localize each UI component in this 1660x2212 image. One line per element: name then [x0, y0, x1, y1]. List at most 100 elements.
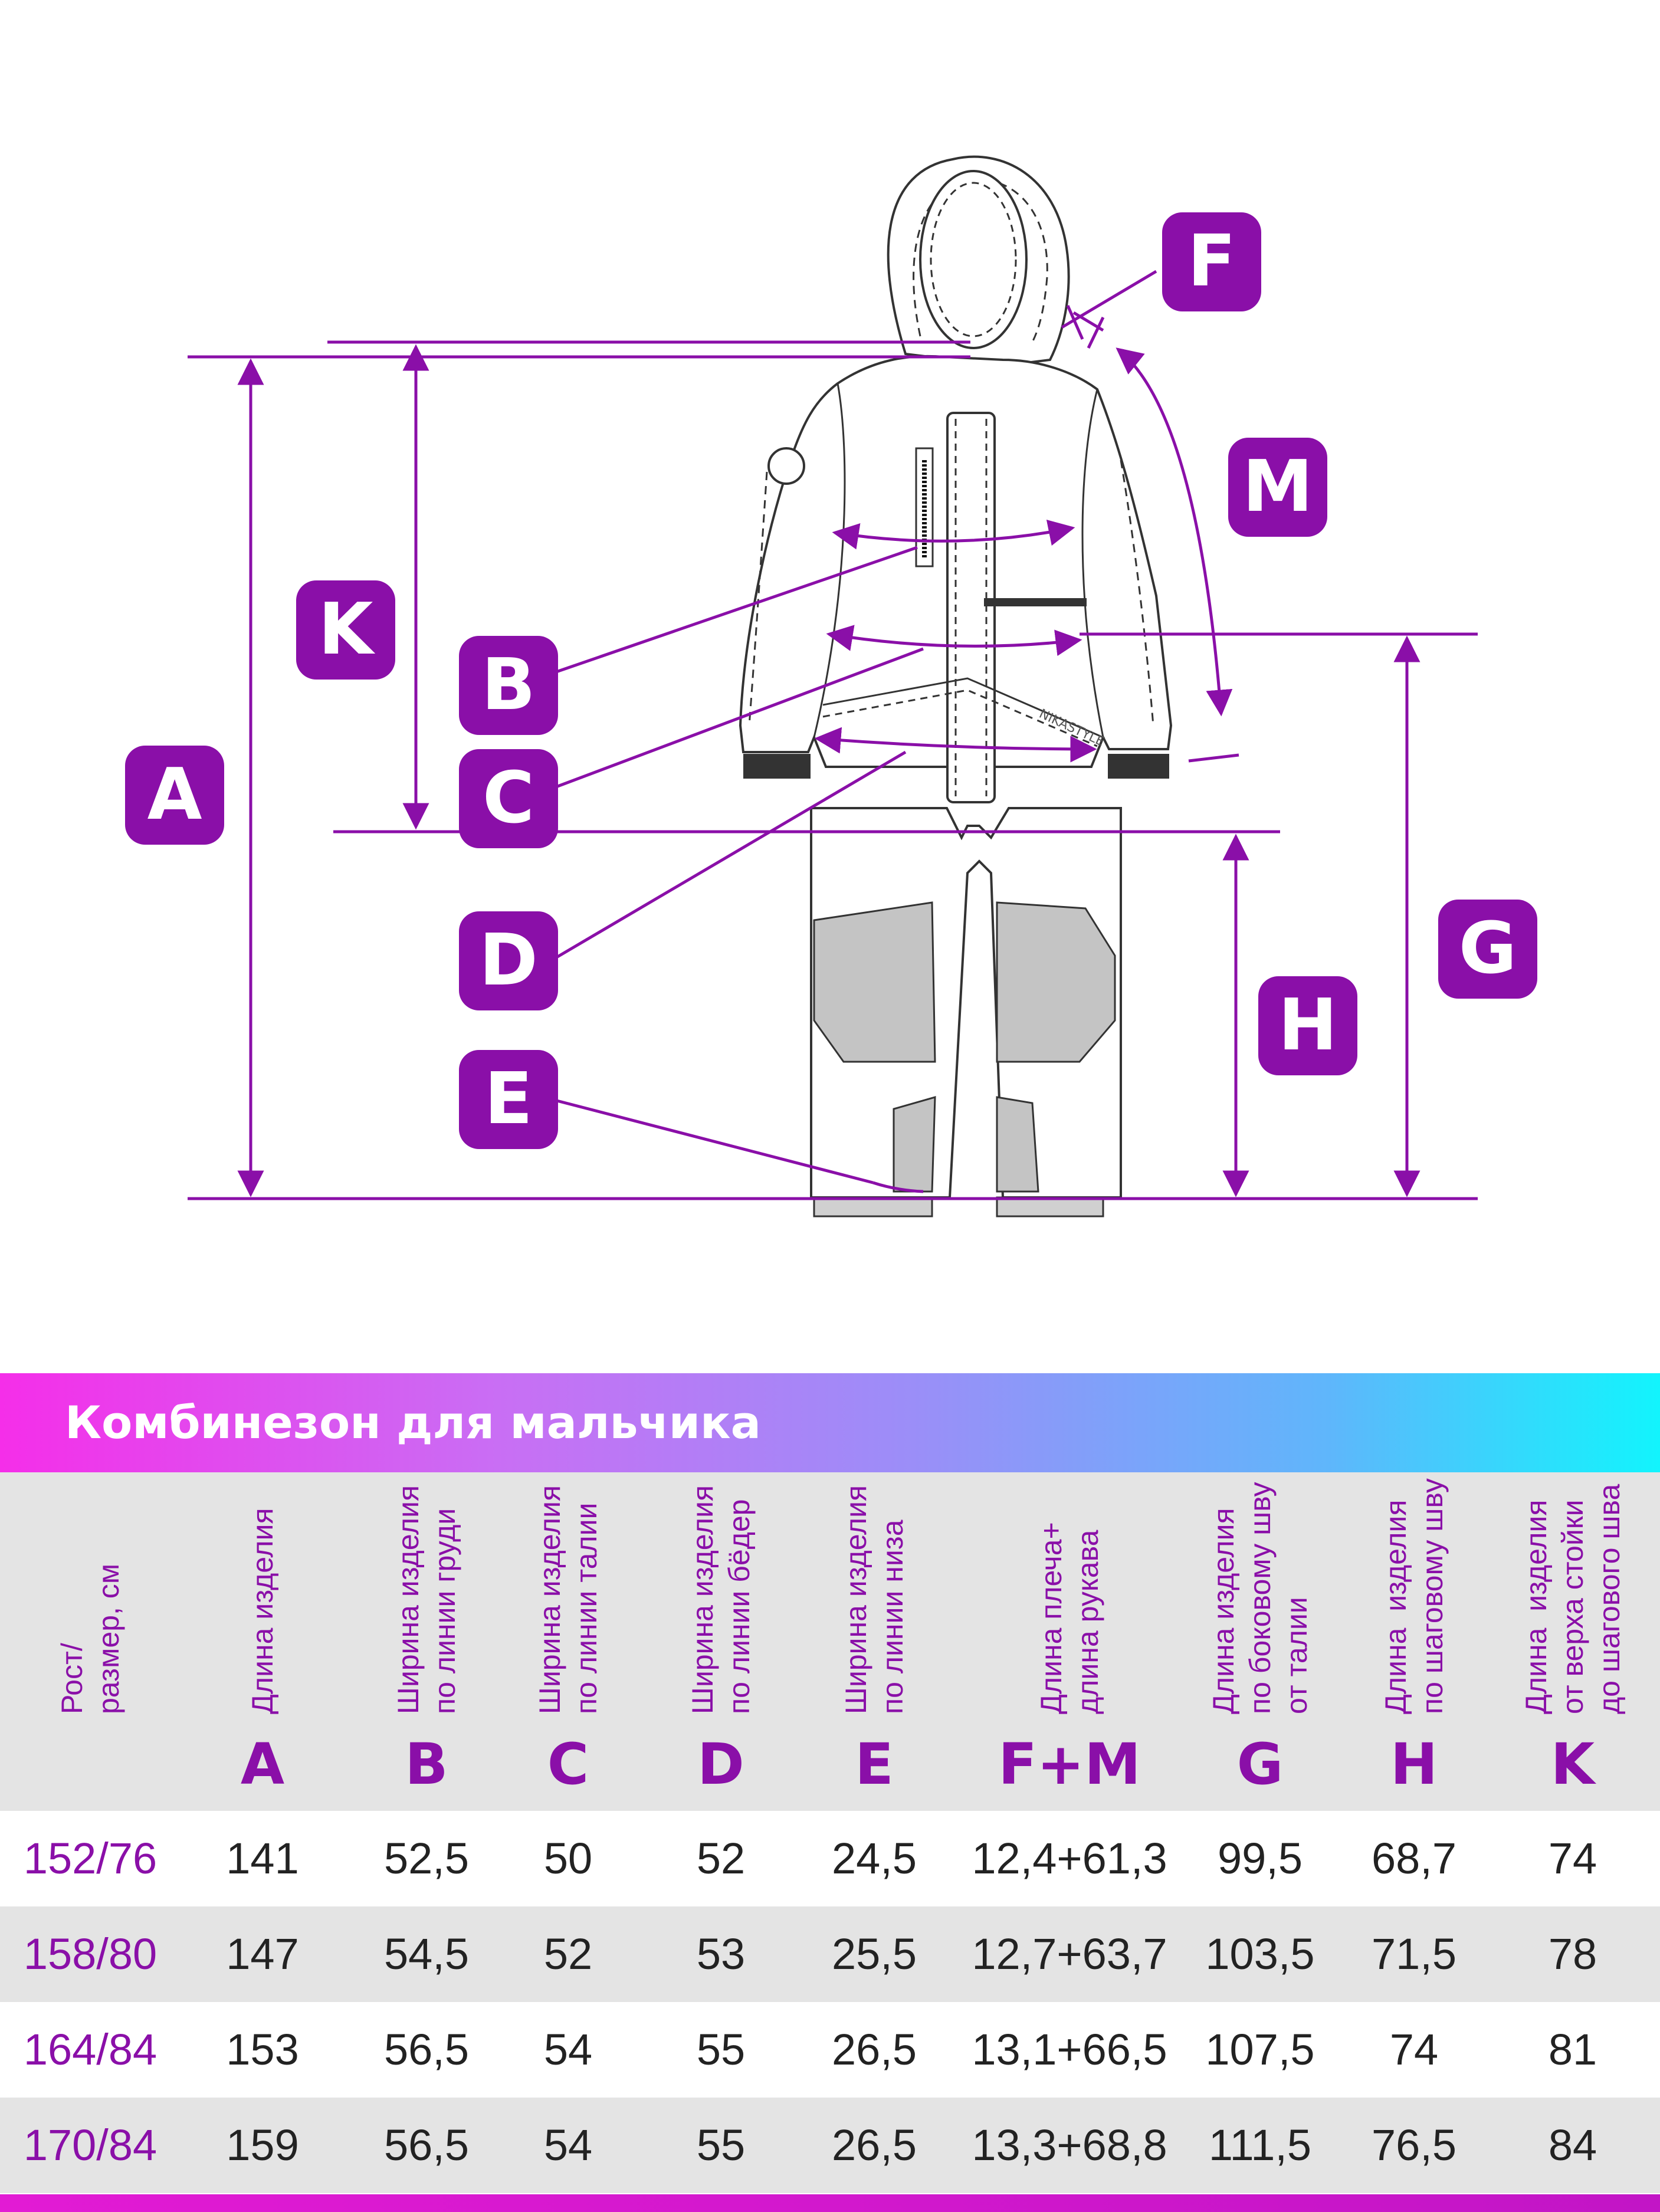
size-cell: 152/76: [23, 1834, 158, 1883]
value-cell: 147: [226, 1929, 299, 1978]
column-letter: G: [1236, 1731, 1284, 1797]
value-cell: 76,5: [1371, 2121, 1457, 2170]
value-cell: 54: [543, 2121, 593, 2170]
left-cuff: [743, 754, 811, 779]
column-label: Длина изделия: [246, 1508, 279, 1714]
value-cell: 54,5: [383, 1929, 470, 1978]
bottom-stripe: [0, 2194, 1660, 2212]
value-cell: 56,5: [383, 2121, 470, 2170]
badge-C: C: [459, 749, 558, 848]
value-cell: 52: [543, 1929, 593, 1978]
sleeve-patch: [767, 447, 805, 485]
value-cell: 24,5: [831, 1834, 917, 1883]
left-knee-panel: [813, 901, 936, 1063]
column-label: Ширина изделия по линии бёдер: [686, 1485, 756, 1714]
column-label: Длина изделия от верха стойки до шаговог…: [1520, 1484, 1626, 1714]
column-letter: E: [855, 1731, 894, 1797]
value-cell: 12,4+61,3: [972, 1834, 1167, 1883]
value-cell: 159: [226, 2121, 299, 2170]
badge-H: H: [1258, 976, 1357, 1075]
badge-B: B: [459, 636, 558, 735]
badge-E: E: [459, 1050, 558, 1149]
column-label: Длина изделия по шаговому шву: [1379, 1478, 1449, 1714]
left-sole: [813, 1196, 933, 1217]
column-label: Длина изделия по боковому шву от талии: [1207, 1482, 1313, 1714]
value-cell: 74: [1548, 1834, 1597, 1883]
measure-D: [814, 727, 1097, 763]
badge-M: M: [1228, 438, 1327, 537]
value-cell: 55: [696, 2121, 746, 2170]
column-letter: A: [240, 1731, 285, 1797]
badge-G: G: [1438, 900, 1537, 999]
column-letter: D: [697, 1731, 744, 1797]
hood-opening: [919, 170, 1028, 349]
size-cell: 170/84: [23, 2121, 158, 2170]
table-title-bar: Комбинезон для мальчика: [0, 1373, 1660, 1472]
value-cell: 26,5: [831, 2025, 917, 2074]
value-cell: 153: [226, 2025, 299, 2074]
value-cell: 52: [696, 1834, 746, 1883]
measure-C: [826, 625, 1082, 657]
table-title: Комбинезон для мальчика: [65, 1396, 761, 1449]
value-cell: 107,5: [1205, 2025, 1315, 2074]
badge-D: D: [459, 911, 558, 1010]
value-cell: 78: [1548, 1929, 1597, 1978]
right-knee-panel: [996, 901, 1116, 1063]
right-sole: [996, 1196, 1104, 1217]
column-header: Рост/ размер, см: [2, 1472, 179, 1811]
value-cell: 25,5: [831, 1929, 917, 1978]
badge-F: F: [1162, 212, 1261, 311]
value-cell: 53: [696, 1929, 746, 1978]
value-cell: 50: [543, 1834, 593, 1883]
column-letter: B: [405, 1731, 448, 1797]
value-cell: 12,7+63,7: [972, 1929, 1167, 1978]
badge-K: K: [296, 580, 395, 680]
value-cell: 99,5: [1217, 1834, 1303, 1883]
measure-M: [1116, 347, 1233, 717]
placket: [946, 412, 996, 803]
column-label: Рост/ размер, см: [55, 1563, 125, 1714]
column-header: Длина изделия от верха стойки до шаговог…: [1496, 1472, 1649, 1811]
right-ankle-panel: [996, 1096, 1039, 1193]
column-letter: C: [547, 1731, 589, 1797]
value-cell: 68,7: [1371, 1834, 1457, 1883]
value-cell: 55: [696, 2025, 746, 2074]
value-cell: 111,5: [1208, 2121, 1312, 2170]
value-cell: 54: [543, 2025, 593, 2074]
measurement-diagram: NIKASTYLE: [125, 155, 1537, 1217]
column-label: Длина плеча+ длина рукава: [1035, 1522, 1104, 1714]
value-cell: 84: [1548, 2121, 1597, 2170]
left-ankle-panel: [893, 1095, 936, 1193]
side-pocket: [984, 598, 1087, 606]
size-cell: 164/84: [23, 2025, 158, 2074]
column-label: Ширина изделия по линии талии: [533, 1485, 603, 1714]
column-label: Ширина изделия по линии низа: [839, 1485, 909, 1714]
column-label: Ширина изделия по линии груди: [392, 1485, 461, 1714]
table-row: 158/80 147 54,5 52 53 25,5 12,7+63,7 103,5 71,5 7…: [0, 1906, 1660, 2002]
value-cell: 56,5: [383, 2025, 470, 2074]
garment-outline: [739, 155, 1173, 1217]
value-cell: 13,3+68,8: [972, 2121, 1167, 2170]
column-letter: F+M: [998, 1731, 1141, 1797]
jumpsuit-drawing: NIKASTYLE: [188, 155, 1478, 1217]
value-cell: 71,5: [1371, 1929, 1457, 1978]
value-cell: 13,1+66,5: [972, 2025, 1167, 2074]
right-cuff: [1108, 754, 1169, 779]
value-cell: 103,5: [1205, 1929, 1315, 1978]
value-cell: 141: [226, 1834, 299, 1883]
value-cell: 74: [1389, 2025, 1439, 2074]
badge-A: A: [125, 746, 224, 845]
size-cell: 158/80: [23, 1929, 158, 1978]
